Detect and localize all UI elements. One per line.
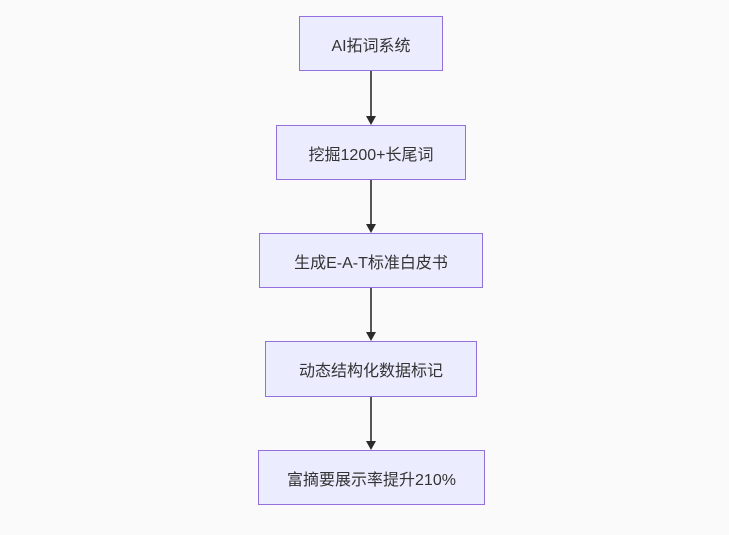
flowchart-node-ai-word-expansion: AI拓词系统 (299, 16, 443, 71)
node-label: 动态结构化数据标记 (298, 363, 443, 380)
edge-line (370, 288, 372, 334)
edge-line (370, 180, 372, 226)
arrow-down-icon (366, 441, 376, 450)
flowchart-node-structured-data-markup: 动态结构化数据标记 (265, 341, 477, 397)
node-label: 生成E-A-T标准白皮书 (294, 254, 448, 272)
edge-line (370, 397, 372, 443)
edge-line (370, 71, 372, 118)
arrow-down-icon (366, 224, 376, 233)
arrow-down-icon (366, 116, 376, 125)
flowchart-node-longtail-mining: 挖掘1200+长尾词 (276, 125, 466, 180)
node-label: 挖掘1200+长尾词 (308, 146, 434, 164)
node-label: AI拓词系统 (331, 37, 411, 55)
flowchart-node-eat-whitepaper: 生成E-A-T标准白皮书 (259, 233, 483, 288)
arrow-down-icon (366, 332, 376, 341)
flowchart-node-rich-snippet-result: 富摘要展示率提升210% (258, 450, 485, 505)
node-label: 富摘要展示率提升210% (287, 471, 456, 489)
